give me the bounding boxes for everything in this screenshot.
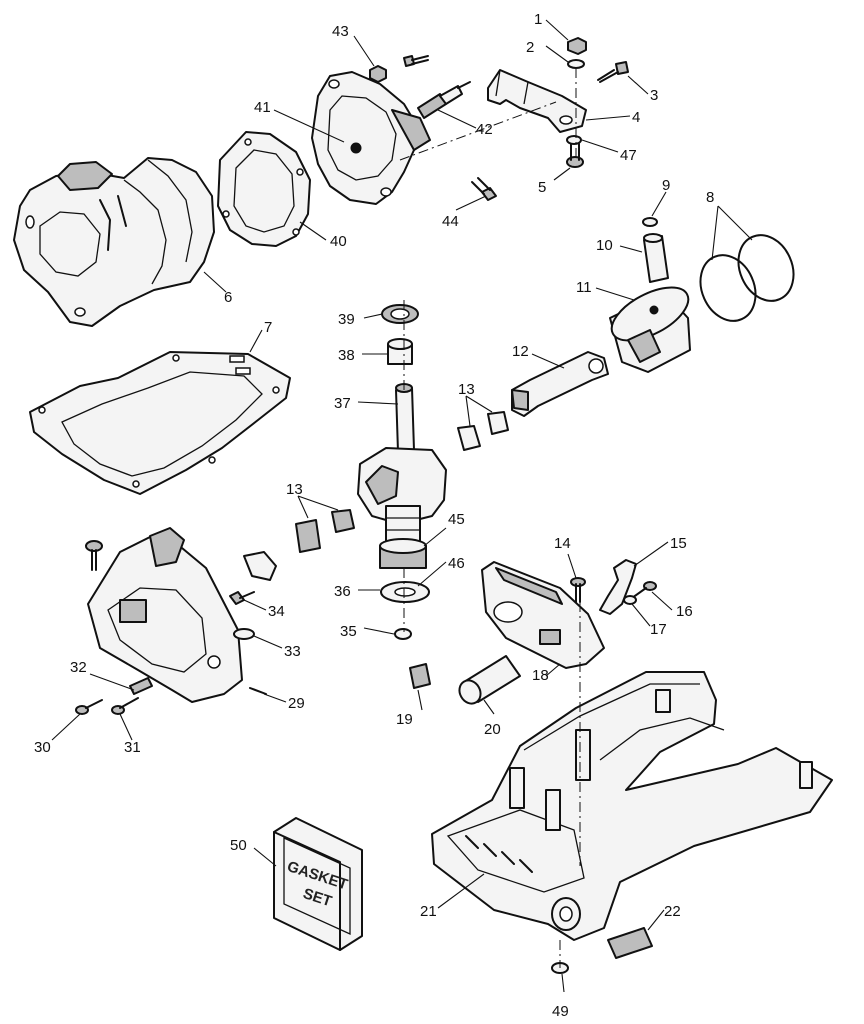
part-13-bearing-lower [295, 509, 355, 553]
callout-8: 8 [706, 189, 714, 206]
part-50-gasket-set-box: GASKET SET [273, 817, 363, 951]
part-17-washer [623, 595, 637, 605]
assembly-center-lines [399, 68, 581, 968]
callout-46: 46 [448, 555, 465, 572]
callout-33: 33 [284, 643, 301, 660]
callout-21: 21 [420, 903, 437, 920]
part-19-clip [409, 663, 431, 689]
callout-9: 9 [662, 177, 670, 194]
part-15-bracket [599, 559, 637, 615]
part-12-connecting-rod [511, 351, 609, 417]
part-38-bushing [387, 338, 413, 365]
part-47-washer [566, 135, 582, 145]
callout-37: 37 [334, 395, 351, 412]
bracket-near-34 [243, 551, 277, 581]
part-14-screw [570, 577, 586, 603]
callout-15: 15 [670, 535, 687, 552]
screw-upper-right-cover [403, 55, 429, 67]
part-29-pin [249, 687, 267, 695]
callout-13-upper: 13 [458, 381, 475, 398]
callout-5: 5 [538, 179, 546, 196]
part-30-screw [75, 699, 103, 715]
callout-44: 44 [442, 213, 459, 230]
callout-4: 4 [632, 109, 640, 126]
part-5-bolt [566, 143, 584, 168]
part-46-washer [380, 581, 430, 603]
callout-32: 32 [70, 659, 87, 676]
callout-35: 35 [340, 623, 357, 640]
part-1-nut [567, 37, 587, 55]
callout-43: 43 [332, 23, 349, 40]
callout-38: 38 [338, 347, 355, 364]
callout-41: 41 [254, 99, 271, 116]
callout-49: 49 [552, 1003, 569, 1020]
callout-16: 16 [676, 603, 693, 620]
callout-1: 1 [534, 11, 542, 28]
part-22-stud [607, 927, 653, 959]
part-18-intake-housing [481, 561, 605, 669]
callout-13-lower: 13 [286, 481, 303, 498]
callout-leader-lines [51, 19, 753, 993]
part-40-gasket [217, 131, 311, 247]
callout-12: 12 [512, 343, 529, 360]
part-9-clip [642, 217, 658, 227]
part-8-piston-rings [699, 234, 795, 322]
callout-18: 18 [532, 667, 549, 684]
callout-30: 30 [34, 739, 51, 756]
callout-42: 42 [476, 121, 493, 138]
callout-19: 19 [396, 711, 413, 728]
part-13-bearing-upper [457, 411, 509, 451]
part-20-tube [458, 655, 521, 705]
callout-10: 10 [596, 237, 613, 254]
callout-40: 40 [330, 233, 347, 250]
screw-lower-left [85, 540, 103, 571]
callout-39: 39 [338, 311, 355, 328]
part-4-bracket [487, 69, 587, 133]
callout-31: 31 [124, 739, 141, 756]
part-41-cover [311, 71, 431, 205]
callout-14: 14 [554, 535, 571, 552]
part-45-bearing [379, 538, 427, 569]
part-2-washer [567, 59, 585, 69]
callout-50: 50 [230, 837, 247, 854]
lower-crankcase-half [87, 527, 243, 703]
callout-17: 17 [650, 621, 667, 638]
part-44-screw [471, 177, 497, 201]
part-34-screw [229, 591, 255, 605]
callout-3: 3 [650, 87, 658, 104]
callout-11: 11 [576, 279, 592, 296]
callout-7: 7 [264, 319, 272, 336]
part-16-screw [631, 581, 657, 599]
part-7-base-gasket [29, 351, 291, 495]
part-21-base-housing [431, 671, 833, 941]
callout-22: 22 [664, 903, 681, 920]
callout-6: 6 [224, 289, 232, 306]
part-11-piston [609, 286, 691, 373]
part-39-seal [381, 304, 419, 324]
callout-29: 29 [288, 695, 305, 712]
part-33-pin [233, 628, 255, 640]
callout-47: 47 [620, 147, 637, 164]
callout-20: 20 [484, 721, 501, 738]
callout-2: 2 [526, 39, 534, 56]
part-35-o-ring [394, 628, 412, 640]
part-6-crankcase [13, 157, 215, 327]
part-3-screw [597, 61, 629, 83]
part-42-spark-plug [417, 81, 471, 119]
part-31-screw [111, 697, 139, 715]
callout-45: 45 [448, 511, 465, 528]
part-43-nut [369, 65, 387, 83]
callout-36: 36 [334, 583, 351, 600]
callout-labels: 1 2 3 4 5 6 7 8 9 10 11 12 13 13 14 15 1… [34, 11, 714, 1020]
part-10-wrist-pin [643, 233, 669, 283]
part-37-crankshaft [357, 383, 447, 547]
part-32-screw [129, 677, 153, 695]
callout-34: 34 [268, 603, 285, 620]
